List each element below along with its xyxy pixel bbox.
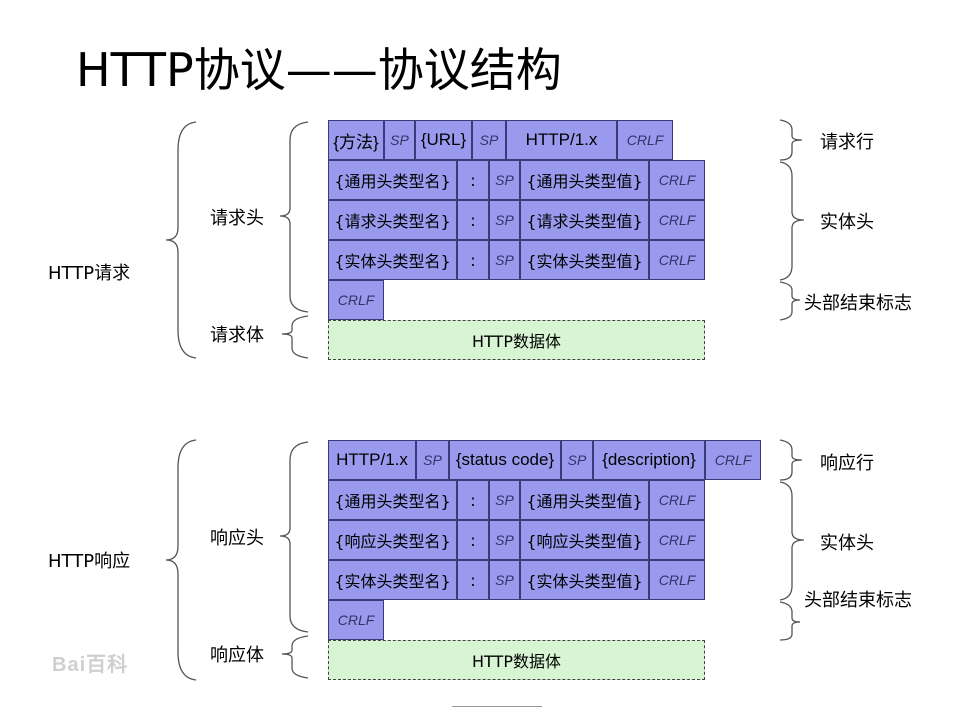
response-crlf-cell: CRLF	[705, 440, 761, 480]
header-end-brace	[779, 601, 801, 641]
response-header-value-cell: {响应头类型值}	[520, 520, 649, 560]
entity-header-value-cell: {实体头类型值}	[520, 240, 649, 280]
request-body-brace	[281, 315, 309, 359]
crlf-cell: CRLF	[649, 240, 705, 280]
request-header-brace	[279, 121, 309, 313]
general-header-value-cell: {通用头类型值}	[520, 160, 649, 200]
entity-header-value-cell: {实体头类型值}	[520, 560, 649, 600]
request-data-body: HTTP数据体	[328, 320, 705, 360]
header-end-crlf-cell: CRLF	[328, 280, 384, 320]
request-header-name-cell: {请求头类型名}	[328, 200, 457, 240]
request-body-label: 请求体	[210, 325, 264, 346]
colon-cell: :	[457, 160, 489, 200]
header-end-crlf-cell: CRLF	[328, 600, 384, 640]
general-header-name-cell: {通用头类型名}	[328, 160, 457, 200]
sp-cell: SP	[489, 560, 520, 600]
entity-header-label: 实体头	[820, 533, 874, 554]
request-sp-cell: SP	[384, 120, 415, 160]
entity-header-brace	[779, 161, 805, 281]
request-version-cell: HTTP/1.x	[506, 120, 617, 160]
general-header-name-cell: {通用头类型名}	[328, 480, 457, 520]
request-url-cell: {URL}	[415, 120, 472, 160]
crlf-cell: CRLF	[649, 200, 705, 240]
crlf-cell: CRLF	[649, 560, 705, 600]
response-sp-cell: SP	[416, 440, 449, 480]
crlf-cell: CRLF	[649, 160, 705, 200]
general-header-value-cell: {通用头类型值}	[520, 480, 649, 520]
sp-cell: SP	[489, 160, 520, 200]
response-data-body: HTTP数据体	[328, 640, 705, 680]
request-method-cell: {方法}	[328, 120, 384, 160]
response-group-brace	[165, 439, 197, 681]
entity-header-name-cell: {实体头类型名}	[328, 560, 457, 600]
status-line-label: 响应行	[820, 453, 874, 474]
request-line-brace	[779, 119, 803, 161]
request-crlf-cell: CRLF	[617, 120, 673, 160]
sp-cell: SP	[489, 520, 520, 560]
header-end-label: 头部结束标志	[804, 590, 912, 611]
watermark: Bai百科	[52, 654, 129, 676]
response-body-brace	[281, 635, 309, 679]
colon-cell: :	[457, 200, 489, 240]
colon-cell: :	[457, 480, 489, 520]
entity-header-name-cell: {实体头类型名}	[328, 240, 457, 280]
sp-cell: SP	[489, 200, 520, 240]
response-body-label: 响应体	[210, 645, 264, 666]
http-request-label: HTTP请求	[48, 263, 131, 284]
status-line-brace	[779, 439, 803, 481]
request-line-label: 请求行	[820, 132, 874, 153]
crlf-cell: CRLF	[649, 480, 705, 520]
request-header-value-cell: {请求头类型值}	[520, 200, 649, 240]
request-header-label: 请求头	[210, 208, 264, 229]
header-end-label: 头部结束标志	[804, 293, 912, 314]
http-response-label: HTTP响应	[48, 551, 131, 572]
header-end-brace	[779, 281, 801, 321]
response-header-brace	[279, 441, 309, 633]
entity-header-brace	[779, 481, 805, 601]
crlf-cell: CRLF	[649, 520, 705, 560]
colon-cell: :	[457, 520, 489, 560]
response-header-label: 响应头	[210, 528, 264, 549]
response-header-name-cell: {响应头类型名}	[328, 520, 457, 560]
request-sp-cell: SP	[472, 120, 506, 160]
colon-cell: :	[457, 560, 489, 600]
response-version-cell: HTTP/1.x	[328, 440, 416, 480]
request-group-brace	[165, 121, 197, 359]
sp-cell: SP	[489, 240, 520, 280]
status-code-cell: {status code}	[449, 440, 561, 480]
colon-cell: :	[457, 240, 489, 280]
description-cell: {description}	[593, 440, 705, 480]
bottom-divider	[452, 706, 542, 712]
response-sp-cell: SP	[561, 440, 593, 480]
page-title: HTTP协议——协议结构	[76, 43, 562, 97]
sp-cell: SP	[489, 480, 520, 520]
entity-header-label: 实体头	[820, 212, 874, 233]
